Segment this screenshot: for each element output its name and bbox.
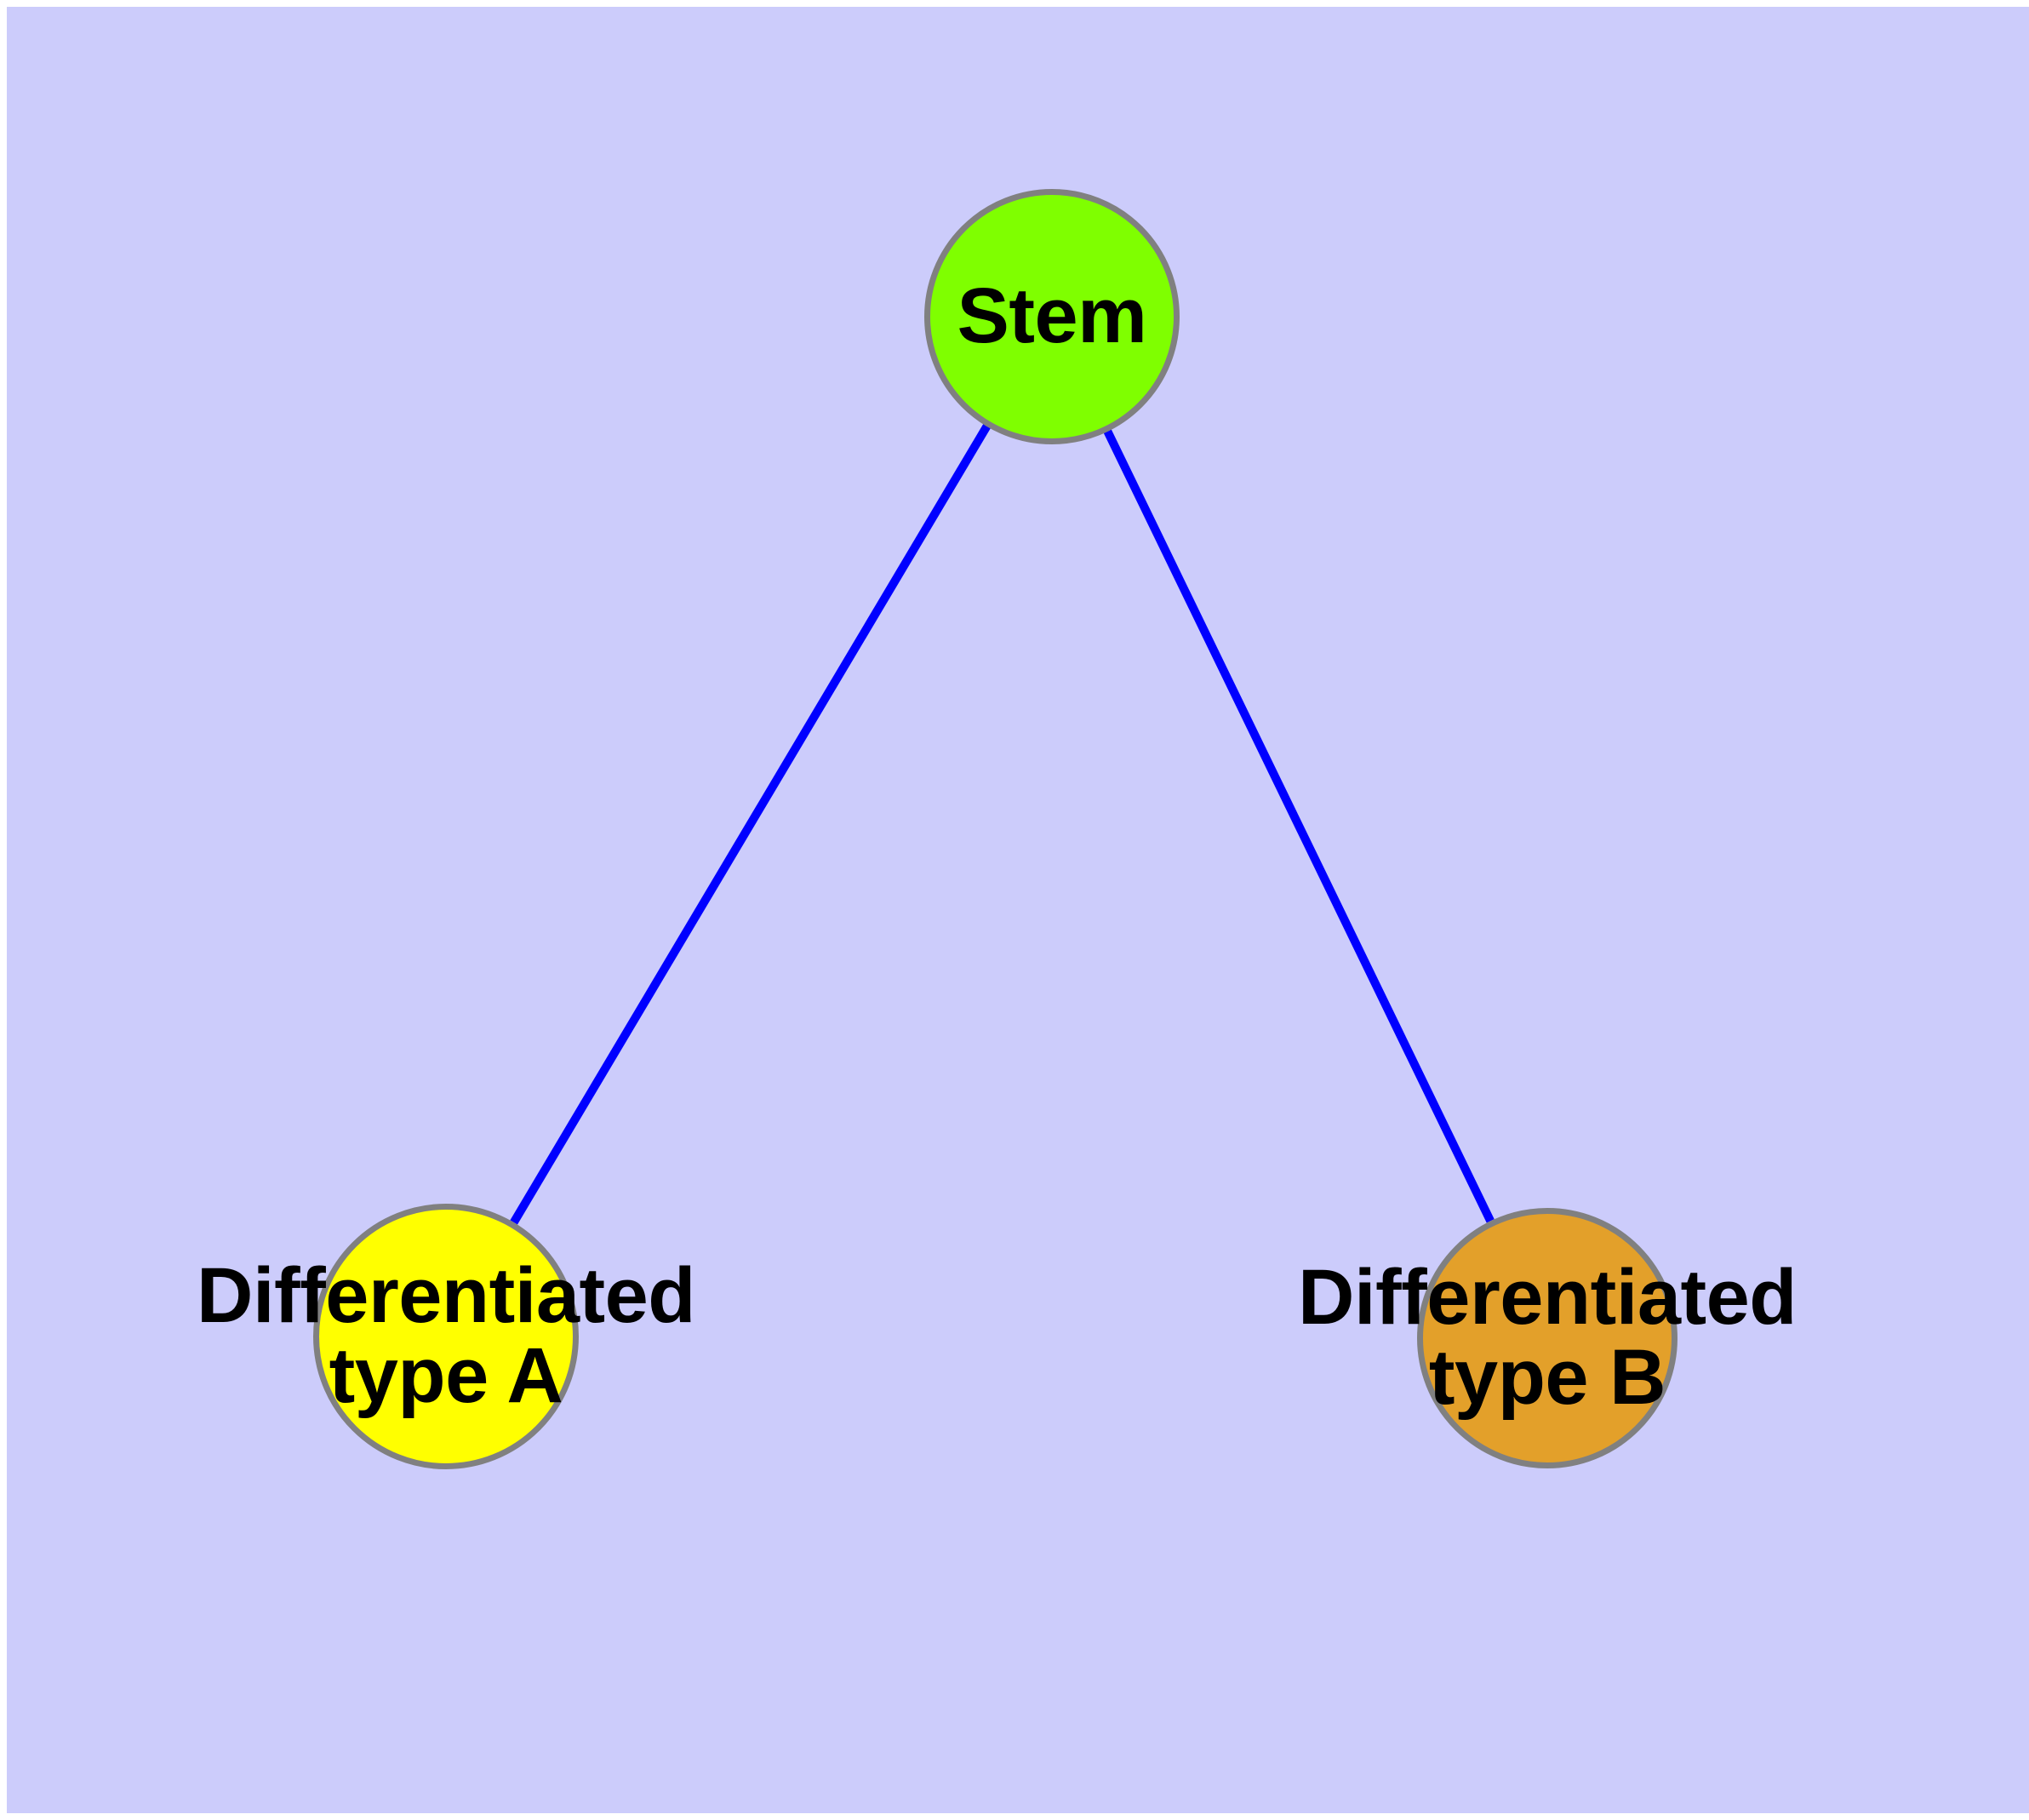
node-differentiated-type-a[interactable] <box>313 1204 579 1469</box>
node-layer <box>313 189 1677 1469</box>
edge-stem-to-differentiated-type-b <box>1048 314 1495 1223</box>
node-stem[interactable] <box>924 189 1180 444</box>
node-differentiated-type-b[interactable] <box>1417 1208 1677 1468</box>
edge-layer <box>510 314 1495 1225</box>
edge-stem-to-differentiated-type-a <box>510 314 1056 1225</box>
